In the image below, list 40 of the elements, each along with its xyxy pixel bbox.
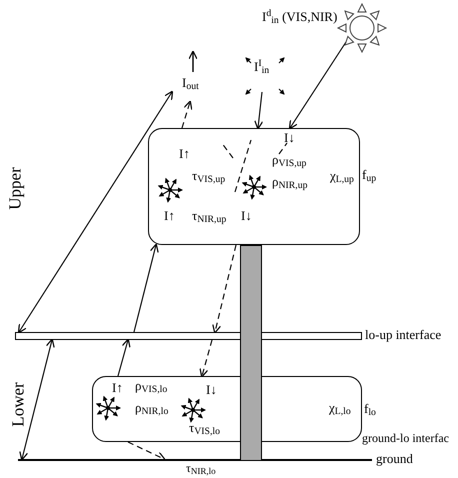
side-label: I$^{d}$$_{in}$ (VIS,NIR) — [262, 10, 338, 23]
arrow — [117, 338, 131, 376]
ground-line — [18, 459, 372, 461]
arrow — [288, 42, 346, 130]
symbol-label: I↓ — [241, 209, 252, 222]
symbol-label: I↓ — [284, 131, 295, 144]
symbol-label: τ$_{NIR,up}$ — [192, 209, 226, 222]
side-label: ground — [376, 452, 413, 465]
symbol-label: τ$_{VIS,lo}$ — [189, 421, 220, 434]
arrow — [181, 100, 192, 128]
side-label: f$_{lo}$ — [364, 402, 376, 415]
symbol-label: I↑ — [112, 381, 123, 394]
arrow — [212, 244, 237, 334]
arrow — [128, 442, 166, 460]
interface-bar — [15, 332, 362, 340]
symbol-label: ρ$_{VIS,lo}$ — [135, 379, 168, 392]
symbol-label: I$_{out}$ — [182, 76, 199, 89]
side-label: lo-up interface — [365, 328, 442, 341]
symbol-label: χ$_{L,up}$ — [330, 169, 354, 182]
symbol-label: ρ$_{NIR,up}$ — [272, 175, 308, 188]
symbol-label: ρ$_{VIS,up}$ — [272, 153, 306, 166]
text-label: ground-lo interfac — [362, 432, 449, 444]
layer-label: Lower — [10, 382, 27, 427]
sun-icon — [336, 2, 388, 54]
trunk-bar — [240, 245, 262, 461]
symbol-label: I↑ — [179, 147, 190, 160]
arrow — [254, 92, 264, 130]
double-arrow — [18, 90, 174, 334]
side-label: f$_{up}$ — [362, 168, 376, 181]
symbol-label: ρ$_{NIR,lo}$ — [135, 401, 168, 414]
text-label: τ$_{NIR,lo}$ — [186, 462, 216, 474]
symbol-label: I↓ — [206, 383, 217, 396]
arrow — [199, 340, 213, 378]
arrow — [133, 243, 159, 332]
symbol-label: τ$_{VIS,up}$ — [192, 169, 226, 182]
double-arrow — [19, 338, 55, 461]
symbol-label: I↑ — [164, 209, 175, 222]
layer-label: Upper — [6, 167, 24, 210]
symbol-label: χ$_{L,lo}$ — [329, 401, 351, 414]
canopy-layer-box — [148, 128, 360, 245]
